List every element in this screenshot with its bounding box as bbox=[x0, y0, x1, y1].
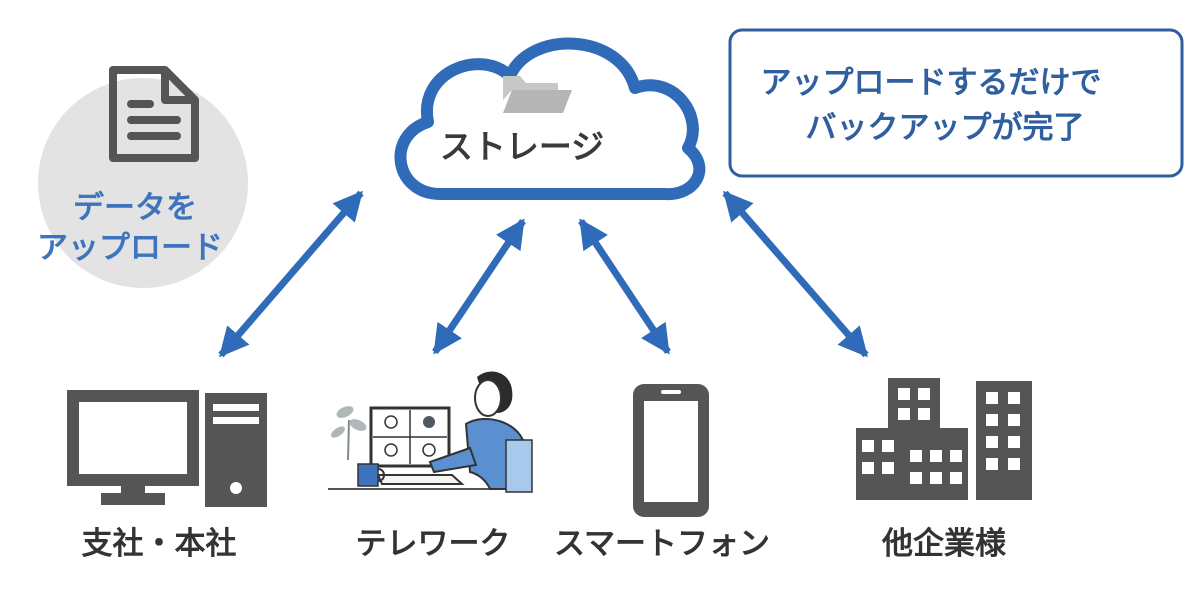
arrow-smartphone bbox=[578, 218, 671, 355]
note-box bbox=[728, 28, 1184, 178]
folder-icon bbox=[503, 76, 572, 113]
upload-badge: データを アップロード bbox=[37, 66, 248, 288]
storage-cloud: ストレージ bbox=[394, 37, 706, 201]
sync-arrows bbox=[218, 190, 869, 358]
desktop-computer-icon bbox=[67, 390, 267, 507]
label-partner-company: 他企業様 bbox=[881, 526, 1007, 562]
mug-icon bbox=[357, 463, 385, 487]
cloud-icon bbox=[394, 37, 706, 201]
note-line2: バックアップが完了 bbox=[806, 110, 1085, 146]
label-telework: テレワーク bbox=[356, 526, 511, 562]
arrow-partner-company bbox=[722, 190, 869, 358]
smartphone-icon bbox=[633, 384, 709, 517]
plant-icon bbox=[331, 406, 367, 461]
office-buildings-icon bbox=[856, 378, 1032, 500]
telework-person-icon bbox=[328, 371, 533, 493]
upload-label-line1: データを bbox=[73, 190, 197, 226]
storage-label: ストレージ bbox=[440, 127, 604, 166]
upload-label-line2: アップロード bbox=[37, 230, 223, 266]
document-icon bbox=[109, 66, 199, 162]
arrow-branch-office bbox=[218, 190, 364, 358]
backup-note: アップロードするだけで バックアップが完了 bbox=[728, 28, 1184, 178]
note-line1: アップロードするだけで bbox=[761, 65, 1102, 101]
label-branch-office: 支社・本社 bbox=[82, 526, 237, 562]
arrow-telework bbox=[432, 218, 526, 355]
label-smartphone: スマートフォン bbox=[554, 526, 770, 562]
